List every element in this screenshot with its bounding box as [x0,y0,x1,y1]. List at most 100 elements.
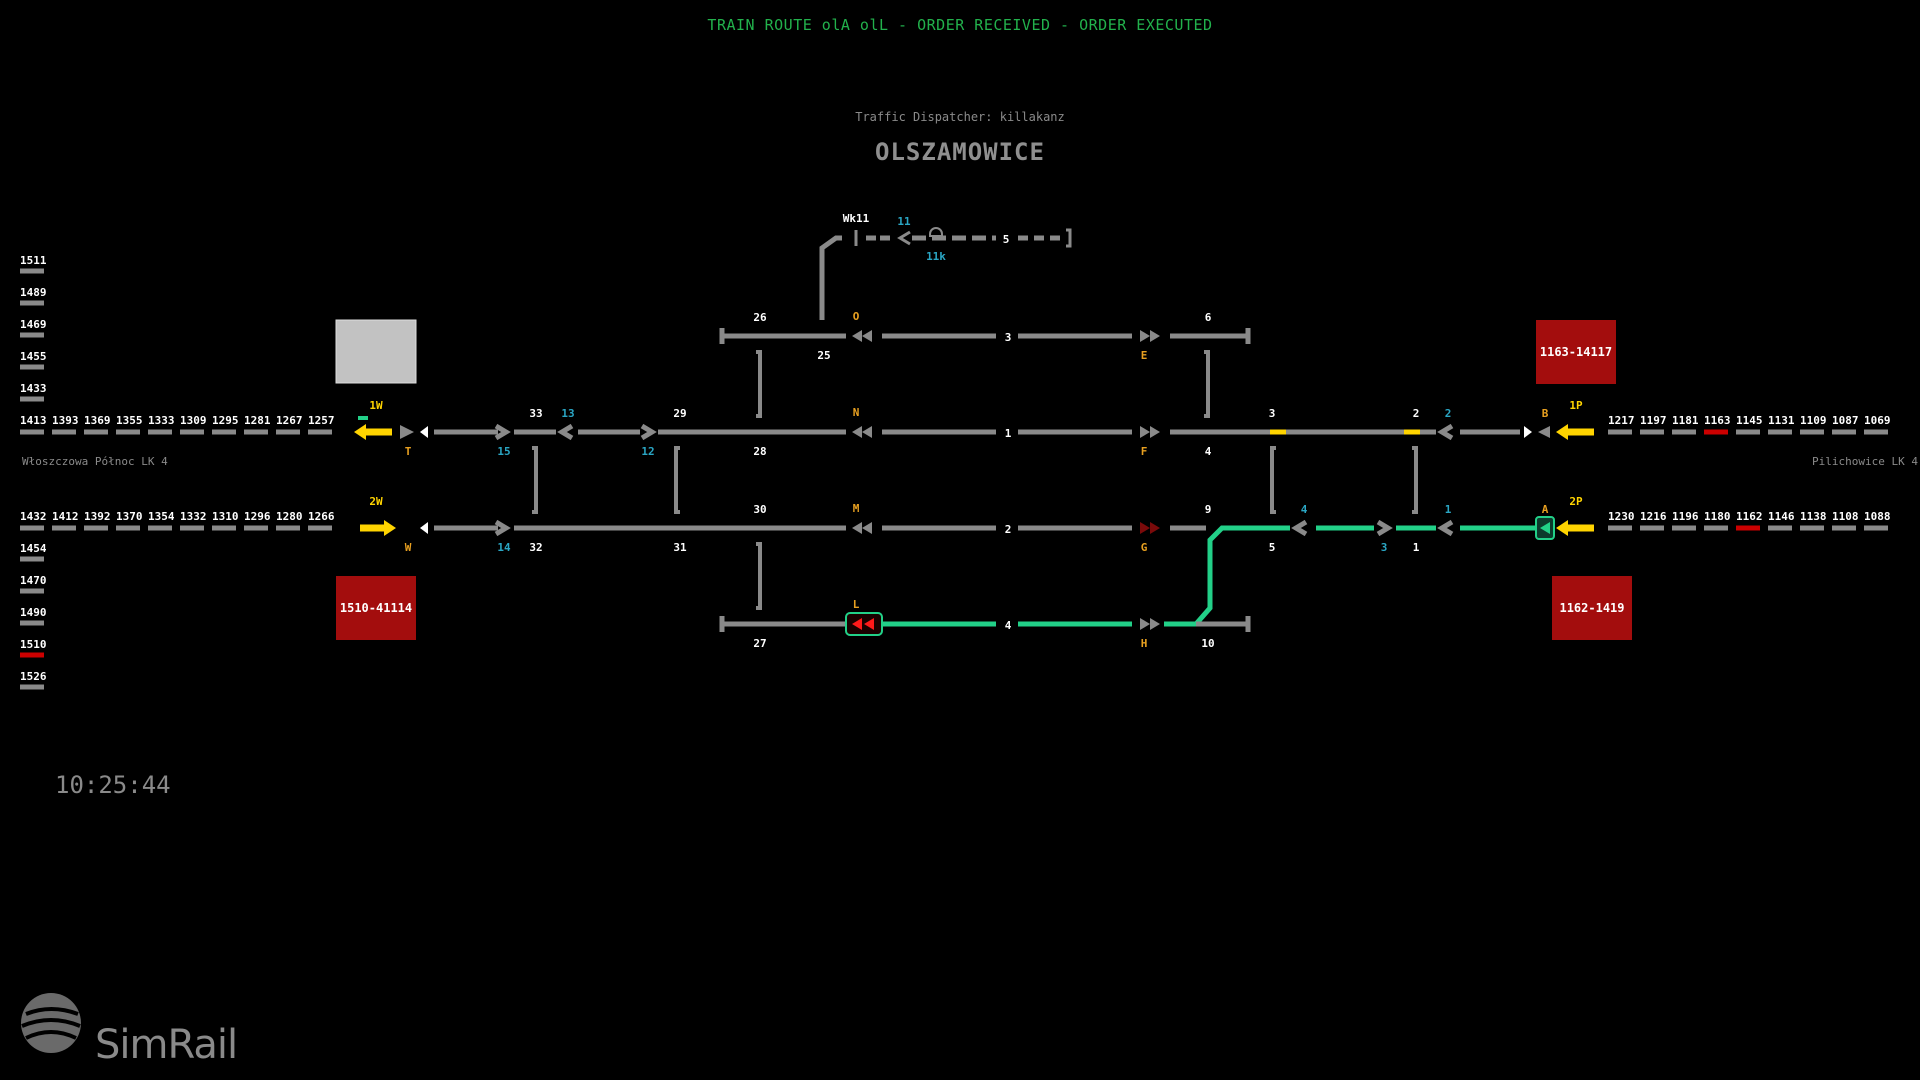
switch-2-indicator[interactable]: 2 [1445,407,1452,420]
block-label: 1412 [52,510,79,523]
switch-32[interactable]: 32 [529,541,542,554]
signal-M-arrow-2[interactable] [862,522,872,534]
block-label: 1088 [1864,510,1891,523]
signal-E-arrow-2[interactable] [1150,330,1160,342]
block-label: 1257 [308,414,335,427]
signal-H-arrow-1[interactable] [1140,618,1150,630]
alert-panel-right-top[interactable] [1536,320,1616,384]
crossover-30-27[interactable] [756,542,762,610]
brand-name: SimRail [95,1022,238,1068]
crossover-26-28[interactable] [756,350,762,418]
switch-3-indicator[interactable]: 3 [1381,541,1388,554]
signal-W-label: W [405,541,412,554]
siding-curve [819,235,842,320]
block-label: 1469 [20,318,47,331]
track-2-label: 2 [1005,523,1012,536]
switch-13[interactable]: 13 [561,407,574,420]
joint-chevron [640,423,657,441]
simrail-logo-icon [21,993,81,1053]
signal-L-label: L [853,598,860,611]
crossover-33-32[interactable] [532,446,538,514]
signal-O-arrow-2[interactable] [862,330,872,342]
signal-L-arrow-1[interactable] [852,618,862,630]
signal-1P-arrow[interactable] [1556,424,1568,440]
block-label: 1455 [20,350,47,363]
switch-26[interactable]: 26 [753,311,767,324]
block-label: 1432 [20,510,47,523]
switch-11k[interactable]: 11k [926,250,946,263]
signal-B-arrow[interactable] [1538,426,1550,438]
signal-O-arrow-1[interactable] [852,330,862,342]
switch-28[interactable]: 28 [753,445,766,458]
switch-9[interactable]: 9 [1205,503,1212,516]
signal-N-arrow-2[interactable] [862,426,872,438]
alert-panel-right-bottom-label: 1162-1419 [1559,601,1624,615]
switch-31[interactable]: 31 [673,541,687,554]
switch-10[interactable]: 10 [1201,637,1214,650]
crossover-2-1[interactable] [1412,446,1418,514]
signal-O-label: O [853,310,860,323]
signal-L-arrow-2[interactable] [864,618,874,630]
block-label: 1281 [244,414,271,427]
alert-panel-left[interactable] [336,576,416,640]
switch-5[interactable]: 5 [1269,541,1276,554]
switch-15[interactable]: 15 [497,445,510,458]
signal-G-arrow-2[interactable] [1150,522,1160,534]
signal-2P-arrow[interactable] [1556,520,1568,536]
block-label: 1295 [212,414,239,427]
switch-27[interactable]: 27 [753,637,766,650]
switch-1[interactable]: 1 [1413,541,1420,554]
signal-F-arrow-2[interactable] [1150,426,1160,438]
switch-4[interactable]: 4 [1205,445,1212,458]
switch-29[interactable]: 29 [673,407,686,420]
switch-6[interactable]: 6 [1205,311,1212,324]
signal-A-arrow[interactable] [1540,522,1550,534]
switch-3[interactable]: 3 [1269,407,1276,420]
switch-12[interactable]: 12 [641,445,654,458]
joint-chevron [494,423,511,441]
block-label: 1369 [84,414,111,427]
joint-chevron [1291,519,1308,537]
signal-T-tri[interactable] [400,425,414,439]
signal-T-head[interactable] [420,426,428,438]
crossover-3-5[interactable] [1270,446,1276,514]
signal-H-arrow-2[interactable] [1150,618,1160,630]
left-stack-bottom: 1454 1470 1490 1510 1526 [20,542,47,690]
signal-E-label: E [1141,349,1148,362]
block-label: 1309 [180,414,207,427]
empty-panel[interactable] [335,319,417,384]
signal-Wk11-label: Wk11 [843,212,870,225]
signal-2W-arrow[interactable] [384,520,396,536]
track-1-label: 1 [1005,427,1012,440]
signal-B-head[interactable] [1524,426,1532,438]
crossover-6-4[interactable] [1204,350,1210,418]
switch-11[interactable]: 11 [897,215,911,228]
block-label: 1280 [276,510,303,523]
signal-N-arrow-1[interactable] [852,426,862,438]
block-label: 1146 [1768,510,1795,523]
alert-panel-right-bottom[interactable] [1552,576,1632,640]
station-title: OLSZAMOWICE [875,138,1045,166]
switch-1-indicator[interactable]: 1 [1445,503,1452,516]
block-label: 1511 [20,254,47,267]
block-label: 1333 [148,414,175,427]
switch-33[interactable]: 33 [529,407,542,420]
switch-4-indicator[interactable]: 4 [1301,503,1308,516]
switch-14[interactable]: 14 [497,541,511,554]
signal-1W-arrow[interactable] [354,424,366,440]
crossover-29-31[interactable] [674,446,680,514]
block-label: 1162 [1736,510,1763,523]
signal-G-arrow-1[interactable] [1140,522,1150,534]
track-3-label: 3 [1005,331,1012,344]
signal-W-head[interactable] [420,522,428,534]
switch-2[interactable]: 2 [1413,407,1420,420]
signal-F-arrow-1[interactable] [1140,426,1150,438]
block-label: 1413 [20,414,47,427]
switch-30[interactable]: 30 [753,503,766,516]
signal-B-label: B [1542,407,1549,420]
signal-M-arrow-1[interactable] [852,522,862,534]
signal-E-arrow-1[interactable] [1140,330,1150,342]
block-label: 1109 [1800,414,1827,427]
switch-25[interactable]: 25 [817,349,830,362]
